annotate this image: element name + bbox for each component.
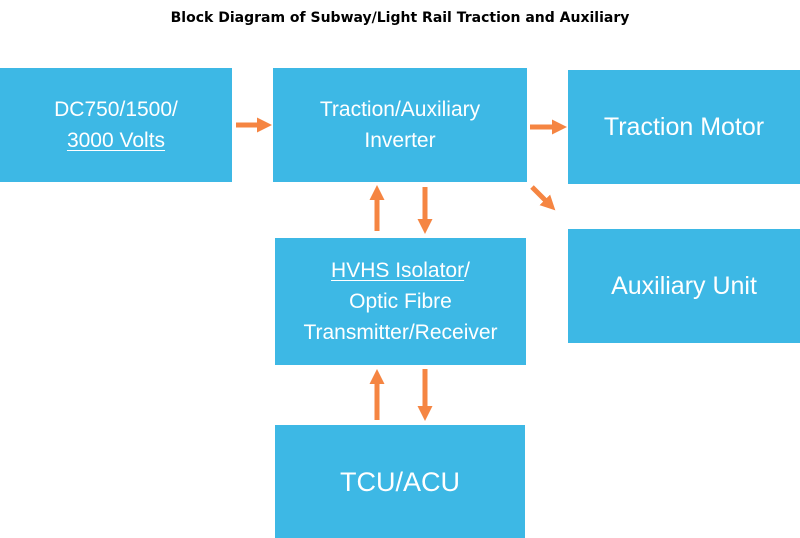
power-source-line2: 3000 Volts <box>66 129 166 152</box>
auxiliary-unit-label: Auxiliary Unit <box>611 272 757 300</box>
tcu-box: TCU/ACU <box>275 425 525 538</box>
isolator-line1-underlined: HVHS Isolator <box>331 259 465 282</box>
diagram-title: Block Diagram of Subway/Light Rail Tract… <box>170 10 630 26</box>
power-source-line1: DC750/1500/ <box>54 98 178 121</box>
isolator-line2: Optic Fibre <box>349 290 452 313</box>
traction-motor-box: Traction Motor <box>568 70 800 184</box>
isolator-box: HVHS Isolator/ Optic Fibre Transmitter/R… <box>275 238 526 365</box>
auxiliary-unit-box: Auxiliary Unit <box>568 229 800 343</box>
tcu-label: TCU/ACU <box>340 466 460 497</box>
inverter-line1: Traction/Auxiliary <box>319 98 481 121</box>
power-source-box: DC750/1500/ 3000 Volts <box>0 68 232 182</box>
isolator-line3: Transmitter/Receiver <box>303 321 498 344</box>
inverter-box: Traction/Auxiliary Inverter <box>273 68 527 182</box>
isolator-line1-rest: / <box>464 259 470 282</box>
inverter-line2: Inverter <box>364 129 436 152</box>
arrow-inverter-to-auxiliary-unit <box>530 185 556 211</box>
traction-motor-label: Traction Motor <box>603 113 765 141</box>
isolator-line1: HVHS Isolator/ <box>331 255 470 286</box>
